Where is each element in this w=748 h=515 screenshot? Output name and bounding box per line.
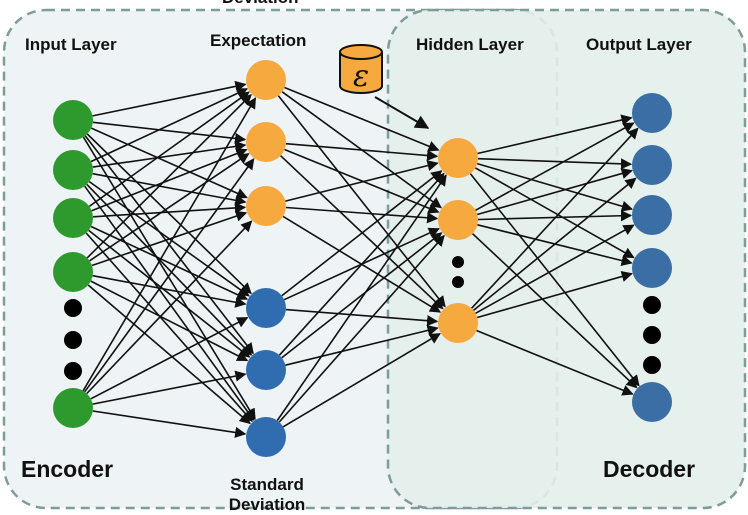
edge-input-to-latent <box>89 153 250 262</box>
edge-hidden-to-output <box>472 233 638 389</box>
stddev-neuron <box>246 350 286 390</box>
edge-hidden-to-output <box>476 168 633 216</box>
output-layer-label: Output Layer <box>586 35 692 54</box>
decoder-region <box>386 8 747 510</box>
edge-input-to-latent <box>87 284 251 425</box>
edge-input-to-latent <box>92 410 247 438</box>
edge-latent-to-hidden <box>282 333 441 428</box>
top-cut-label: Deviation <box>222 0 299 8</box>
edge-hidden-to-output <box>477 114 633 155</box>
edge-input-to-latent <box>92 202 247 218</box>
edge-input-to-latent <box>92 172 247 206</box>
hidden-layer-label: Hidden Layer <box>416 35 524 54</box>
decoder-label: Decoder <box>603 456 696 482</box>
edge-input-to-latent <box>90 280 249 362</box>
edge-hidden-to-output <box>475 122 635 212</box>
edge-hidden-to-output <box>471 127 639 309</box>
edge-input-to-latent <box>82 97 257 392</box>
edge-input-to-latent <box>90 88 249 163</box>
edge-input-to-latent <box>90 225 249 300</box>
edge-latent-to-hidden <box>281 170 443 297</box>
edge-latent-to-hidden <box>276 174 447 421</box>
edge-latent-to-hidden <box>284 86 440 152</box>
edge-input-to-latent <box>92 274 247 308</box>
hidden-neuron <box>438 303 478 343</box>
expectation-label: Expectation <box>210 31 307 50</box>
epsilon-arrow <box>374 96 430 129</box>
ellipsis-dot <box>643 296 661 314</box>
std-deviation-label-line1: Standard <box>230 475 304 494</box>
edge-hidden-to-output <box>476 271 633 319</box>
edge-hidden-to-output <box>475 167 635 259</box>
edge-input-to-latent <box>91 210 248 267</box>
edge-latent-to-hidden <box>277 95 446 308</box>
edge-input-to-latent <box>86 220 253 395</box>
edge-input-to-latent <box>86 183 253 356</box>
std-deviation-label-line2: Deviation <box>228 495 306 514</box>
stddev-neuron <box>246 288 286 328</box>
output-neuron <box>632 248 672 288</box>
edge-input-to-latent <box>84 158 255 393</box>
encoder-label: Encoder <box>21 456 114 482</box>
edge-latent-to-hidden <box>278 234 445 423</box>
edge-input-to-latent <box>90 127 248 199</box>
hidden-neuron <box>438 138 478 178</box>
edge-input-to-latent <box>86 94 252 259</box>
edge-latent-to-hidden <box>285 206 439 224</box>
edge-hidden-to-output <box>472 177 637 312</box>
stddev-neuron <box>246 417 286 457</box>
edge-latent-to-hidden <box>285 308 439 327</box>
output-neuron <box>632 195 672 235</box>
edge-input-to-latent <box>85 232 253 423</box>
expectation-neuron <box>246 60 286 100</box>
edge-hidden-to-output <box>476 329 634 396</box>
edge-latent-to-hidden <box>280 155 444 310</box>
output-neuron <box>632 145 672 185</box>
edge-latent-to-hidden <box>285 324 439 366</box>
ellipsis-dot <box>64 362 82 380</box>
input-neuron <box>53 150 93 190</box>
edge-input-to-latent <box>88 229 251 358</box>
input-layer-label: Input Layer <box>25 35 117 54</box>
edge-latent-to-hidden <box>278 172 445 356</box>
edge-input-to-latent <box>84 185 255 421</box>
edge-input-to-latent <box>91 148 248 212</box>
database-cylinder-icon <box>339 44 383 94</box>
edge-input-to-latent <box>86 133 252 295</box>
ellipsis-dot <box>64 331 82 349</box>
expectation-neuron <box>246 186 286 226</box>
output-neuron <box>632 93 672 133</box>
expectation-neuron <box>246 122 286 162</box>
edge-input-to-latent <box>92 80 247 117</box>
neurons <box>53 60 672 457</box>
ellipsis-dot <box>452 276 464 288</box>
edge-latent-to-hidden <box>284 148 440 214</box>
edge-latent-to-hidden <box>285 160 439 202</box>
connections <box>82 80 640 438</box>
edge-latent-to-hidden <box>285 142 439 162</box>
output-neuron <box>632 382 672 422</box>
ellipsis-dot <box>64 299 82 317</box>
epsilon-symbol: ε <box>353 59 369 94</box>
edge-input-to-latent <box>92 140 247 168</box>
input-neuron <box>53 198 93 238</box>
ellipsis-dot <box>643 326 661 344</box>
edge-input-to-latent <box>92 370 247 405</box>
edge-input-to-latent <box>90 316 249 400</box>
hidden-neuron <box>438 200 478 240</box>
edge-input-to-latent <box>82 136 256 421</box>
input-neuron <box>53 388 93 428</box>
ellipsis-dot <box>643 356 661 374</box>
edge-latent-to-hidden <box>281 232 443 359</box>
edge-input-to-latent <box>88 91 250 208</box>
ellipsis-dot <box>452 256 464 268</box>
edge-hidden-to-output <box>475 224 635 314</box>
input-neuron <box>53 100 93 140</box>
input-neuron <box>53 252 93 292</box>
edge-input-to-latent <box>92 121 247 145</box>
